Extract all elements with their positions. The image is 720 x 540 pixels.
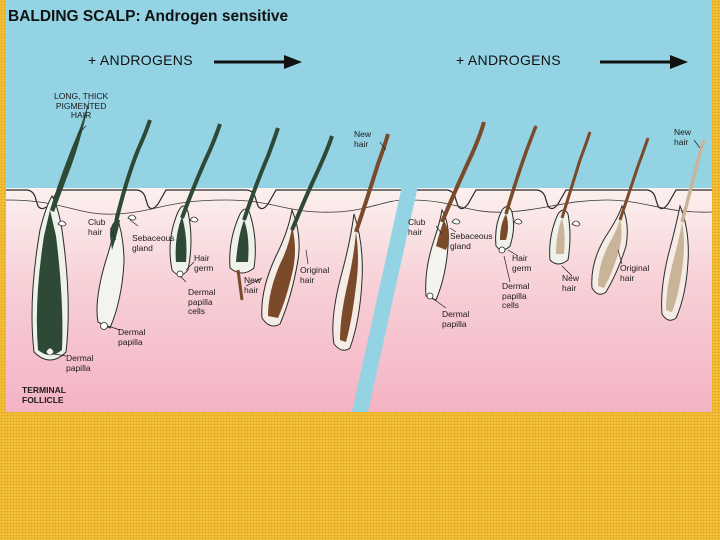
androgens-arrow-left bbox=[214, 55, 302, 69]
label-sebaceous-gland-left: Sebaceous gland bbox=[132, 233, 175, 253]
label-club-hair-right: Club hair bbox=[408, 217, 426, 237]
new-hair-tall-right bbox=[661, 139, 706, 321]
terminal-follicle bbox=[31, 96, 90, 361]
label-club-hair-left: Club hair bbox=[88, 217, 106, 237]
original-hair-left bbox=[261, 135, 334, 327]
label-leader-lines bbox=[53, 125, 701, 357]
androgens-arrow-right bbox=[600, 55, 688, 69]
androgens-label-left: + ANDROGENS bbox=[88, 52, 193, 68]
label-new-hair-mid-left: New hair bbox=[244, 275, 262, 295]
label-new-hair-top-right: New hair bbox=[674, 127, 692, 147]
hair-germ-right bbox=[495, 125, 538, 254]
epidermis-line bbox=[6, 199, 712, 215]
label-dermal-papilla-terminal: Dermal papilla bbox=[66, 353, 94, 373]
label-hair-germ-left: Hair germ bbox=[194, 253, 214, 273]
new-hair-short-left bbox=[229, 127, 280, 301]
label-hair-germ-right: Hair germ bbox=[512, 253, 532, 273]
label-dermal-papilla-cells-left: Dermal papilla cells bbox=[188, 287, 216, 316]
hair-cycle-diagram bbox=[6, 0, 712, 412]
page-title: BALDING SCALP: Androgen sensitive bbox=[8, 8, 289, 25]
club-hair-left bbox=[96, 119, 152, 330]
label-original-hair-right: Original hair bbox=[620, 263, 650, 283]
label-dermal-papilla-cells-right: Dermal papilla cells bbox=[502, 281, 530, 310]
label-terminal-follicle: TERMINAL FOLLICLE bbox=[22, 385, 66, 405]
new-hair-tall-left bbox=[332, 133, 390, 351]
sebaceous-glands bbox=[57, 214, 581, 227]
label-long-thick-hair: LONG, THICK PIGMENTED HAIR bbox=[54, 91, 109, 120]
label-new-hair-mid-right: New hair bbox=[562, 273, 580, 293]
label-dermal-papilla-club-left: Dermal papilla bbox=[118, 327, 146, 347]
label-sebaceous-gland-right: Sebaceous gland bbox=[450, 231, 493, 251]
skin-surface-right bbox=[410, 189, 712, 210]
new-hair-short-right bbox=[549, 131, 592, 265]
sky-background bbox=[6, 0, 712, 192]
label-new-hair-top-left: New hair bbox=[354, 129, 372, 149]
club-hair-right bbox=[425, 121, 486, 301]
androgens-label-right: + ANDROGENS bbox=[456, 52, 561, 68]
label-dermal-papilla-club-right: Dermal papilla bbox=[442, 309, 470, 329]
label-original-hair-left: Original hair bbox=[300, 265, 330, 285]
stage-divider bbox=[352, 186, 418, 412]
slide-panel: BALDING SCALP: Androgen sensitive + ANDR… bbox=[6, 0, 712, 412]
original-hair-right bbox=[591, 137, 650, 295]
skin-surface-left bbox=[6, 189, 404, 210]
hair-germ-left bbox=[169, 123, 222, 278]
